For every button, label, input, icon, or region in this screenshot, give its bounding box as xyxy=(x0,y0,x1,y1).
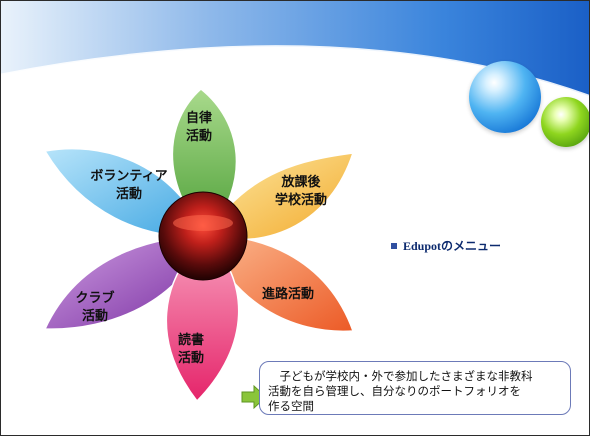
petal-label-volunteer: ボランティア 活動 xyxy=(90,168,168,201)
square-bullet-icon xyxy=(391,242,397,249)
decorative-blue-sphere xyxy=(469,61,541,133)
petal-reading xyxy=(165,234,240,403)
petal-label-afterschool: 放課後 学校活動 xyxy=(274,174,327,207)
description-callout: 子どもが学校内・外で参加したさまざまな非教科 活動を自ら管理し、自分なりのポート… xyxy=(259,361,571,415)
petal-label-autonomy: 自律 活動 xyxy=(185,110,212,143)
petal-label-club: クラブ 活動 xyxy=(75,290,115,323)
petal-label-reading: 読書 活動 xyxy=(177,332,204,365)
petal-label-career: 進路活動 xyxy=(261,286,314,301)
decorative-green-sphere xyxy=(541,97,589,147)
bullet-text: Edupotのメニュー xyxy=(403,239,502,253)
bullet-item: Edupotのメニュー xyxy=(391,237,501,254)
flower-center xyxy=(158,191,248,281)
petal-career xyxy=(204,235,355,333)
callout-text: 子どもが学校内・外で参加したさまざまな非教科 活動を自ら管理し、自分なりのポート… xyxy=(268,371,533,413)
